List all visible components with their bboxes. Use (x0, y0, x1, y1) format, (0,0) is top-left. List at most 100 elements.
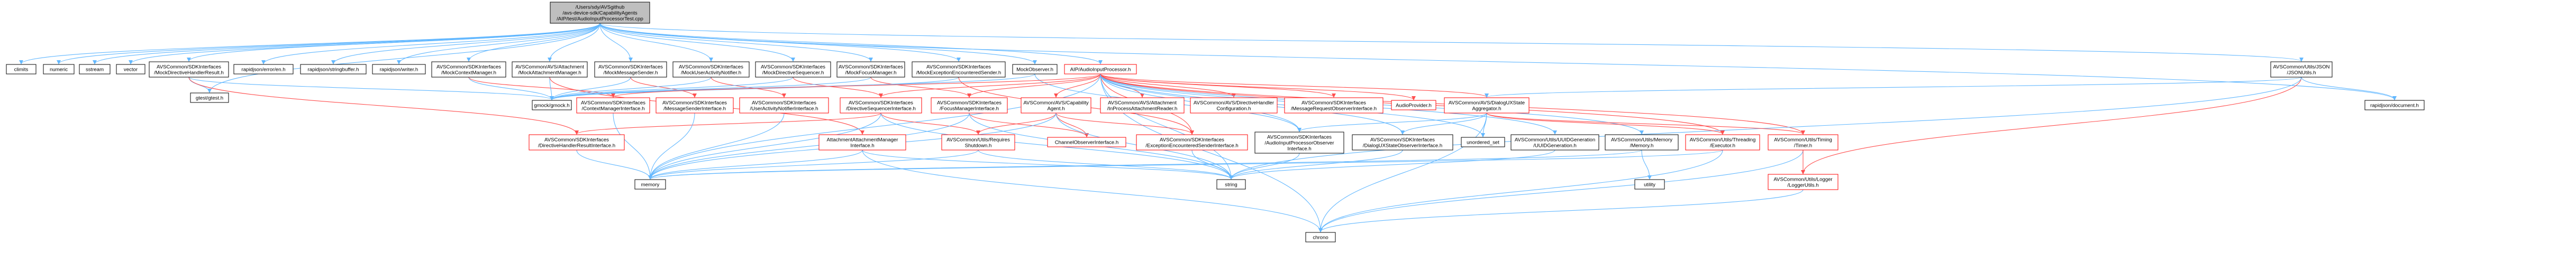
node-aip[interactable]: AIP/AudioInputProcessor.h (1064, 64, 1137, 74)
node-dirhandler[interactable]: AVSCommon/AVS/DirectiveHandlerConfigurat… (1190, 97, 1278, 114)
edge-dialogagg-to-timer (1486, 113, 1805, 135)
node-memory[interactable]: memory (634, 179, 666, 190)
node-box (116, 64, 145, 74)
node-mockseq[interactable]: AVSCommon/SDKInterfaces/MockDirectiveSeq… (755, 61, 831, 78)
node-label: numeric (50, 67, 68, 73)
node-label: AVSCommon/SDKInterfaces (1160, 137, 1224, 143)
node-label: /Executor.h (1710, 143, 1735, 149)
node-label: /DirectiveSequencerInterface.h (846, 106, 916, 112)
node-jsonutils[interactable]: AVSCommon/Utils/JSON/JSONUtils.h (2270, 61, 2333, 78)
node-mockexc[interactable]: AVSCommon/SDKInterfaces/MockExceptionEnc… (912, 61, 1006, 78)
node-mockctx[interactable]: AVSCommon/SDKInterfaces/MockContextManag… (431, 61, 506, 78)
node-logger[interactable]: AVSCommon/Utils/Logger/LoggerUtils.h (1768, 174, 1838, 190)
node-label: Shutdown.h (965, 143, 992, 149)
node-mockdir[interactable]: AVSCommon/SDKInterfaces/MockDirectiveHan… (149, 61, 229, 78)
node-executor[interactable]: AVSCommon/Utils/Threading/Executor.h (1685, 134, 1760, 151)
node-focusif[interactable]: AVSCommon/SDKInterfaces/FocusManagerInte… (931, 97, 1008, 114)
edge-attmgr-to-string (862, 149, 1233, 180)
node-label: /avs-device-sdk/CapabilityAgents (562, 11, 638, 16)
node-rjerror[interactable]: rapidjson/error/en.h (233, 64, 294, 74)
node-memoryh[interactable]: AVSCommon/Utils/Memory/Memory.h (1605, 134, 1679, 151)
edge-aip-to-capagent (1054, 73, 1101, 98)
edge-mockuser-to-gmock (550, 77, 712, 100)
node-box (1047, 137, 1126, 147)
node-label: /JSONUtils.h (2287, 70, 2316, 76)
node-mockfocus[interactable]: AVSCommon/SDKInterfaces/MockFocusManager… (836, 61, 905, 78)
node-chrono[interactable]: chrono (1305, 232, 1336, 242)
node-chanobs[interactable]: ChannelObserverInterface.h (1047, 137, 1126, 147)
node-label: AVSCommon/SDKInterfaces (662, 100, 727, 106)
edge-jsonutils-to-string (1229, 77, 2302, 180)
node-root[interactable]: /Users/sdy/AVSgithub/avs-device-sdk/Capa… (550, 2, 650, 24)
node-timer[interactable]: AVSCommon/Utils/Timing/Timer.h (1768, 134, 1838, 151)
edge-root-to-rjstrbuf (331, 23, 600, 64)
node-box (43, 64, 75, 74)
node-label: ChannelObserverInterface.h (1055, 140, 1119, 146)
node-rjwriter[interactable]: rapidjson/writer.h (372, 64, 426, 74)
node-label: AVSCommon/Utils/Requires (946, 137, 1010, 143)
node-audioprov[interactable]: AudioProvider.h (1391, 100, 1436, 110)
node-msgreqobs[interactable]: AVSCommon/SDKInterfaces/MessageRequestOb… (1284, 97, 1383, 114)
node-label: Configuration.h (1216, 106, 1251, 112)
edge-mockmsg-to-msgsender (630, 77, 697, 98)
node-gmock[interactable]: gmock/gmock.h (532, 100, 572, 110)
node-label: AVSCommon/SDKInterfaces (679, 64, 743, 70)
edge-capagent-to-reqshut (976, 113, 1057, 135)
node-dirseq[interactable]: AVSCommon/SDKInterfaces/DirectiveSequenc… (840, 97, 922, 114)
node-mockuser[interactable]: AVSCommon/SDKInterfaces/MockUserActivity… (672, 61, 750, 78)
node-label: Agent.h (1047, 106, 1064, 112)
node-ctxmgr[interactable]: AVSCommon/SDKInterfaces/ContextManagerIn… (576, 97, 650, 114)
node-climits[interactable]: climits (6, 64, 37, 74)
node-label: AVSCommon/SDKInterfaces (157, 64, 221, 70)
node-attreader[interactable]: AVSCommon/AVS/Attachment/InProcessAttach… (1100, 97, 1185, 114)
node-dirresult[interactable]: AVSCommon/SDKInterfaces/DirectiveHandler… (529, 134, 625, 151)
node-numeric[interactable]: numeric (43, 64, 75, 74)
node-mockobs[interactable]: MockObserver.h (1012, 64, 1058, 74)
edge-ctxmgr-to-memory (613, 113, 652, 180)
node-label: /MockAttachmentManager.h (518, 70, 581, 76)
node-label: AVSCommon/AVS/Attachment (515, 64, 584, 70)
edge-root-to-mockdir (187, 23, 600, 62)
node-sstream[interactable]: sstream (79, 64, 111, 74)
node-utility[interactable]: utility (1634, 179, 1665, 190)
node-label: AVSCommon/SDKInterfaces (1301, 100, 1366, 106)
node-mockmsg[interactable]: AVSCommon/SDKInterfaces/MockMessageSende… (594, 61, 667, 78)
node-label: /MockExceptionEncounteredSender.h (916, 70, 1002, 76)
node-string[interactable]: string (1216, 179, 1246, 190)
node-box (656, 97, 734, 114)
edge-useract-to-memory (648, 113, 785, 180)
node-label: AVSCommon/SDKInterfaces (544, 137, 609, 143)
node-label: AVSCommon/Utils/Logger (1773, 177, 1833, 183)
node-vector[interactable]: vector (116, 64, 145, 74)
node-msgsender[interactable]: AVSCommon/SDKInterfaces/MessageSenderInt… (656, 97, 734, 114)
node-label: AVSCommon/Utils/UUIDGeneration (1515, 137, 1595, 143)
node-label: AVSCommon/SDKInterfaces (937, 100, 1002, 106)
edge-dirseq-to-reqshut (880, 113, 980, 135)
node-rjstrbuf[interactable]: rapidjson/stringbuffer.h (300, 64, 367, 74)
node-uuid[interactable]: AVSCommon/Utils/UUIDGeneration/UUIDGener… (1510, 134, 1599, 151)
node-rjdoc[interactable]: rapidjson/document.h (2364, 100, 2425, 110)
node-gtest[interactable]: gtest/gtest.h (190, 92, 229, 103)
node-label: Aggregator.h (1472, 106, 1501, 112)
node-label: AVSCommon/SDKInterfaces (1267, 135, 1332, 141)
node-capagent[interactable]: AVSCommon/AVS/CapabilityAgent.h (1021, 97, 1091, 114)
node-mockattach[interactable]: AVSCommon/AVS/Attachment/MockAttachmentM… (512, 61, 588, 78)
node-box (672, 61, 750, 78)
node-label: /MockFocusManager.h (845, 70, 896, 76)
node-useract[interactable]: AVSCommon/SDKInterfaces/UserActivityNoti… (739, 97, 829, 114)
node-unordered[interactable]: unordered_set (1461, 137, 1505, 147)
node-excsender[interactable]: AVSCommon/SDKInterfaces/ExceptionEncount… (1136, 134, 1248, 151)
node-label: gtest/gtest.h (196, 96, 223, 101)
node-aipobs[interactable]: AVSCommon/SDKInterfaces/AudioInputProces… (1254, 132, 1344, 154)
node-box (739, 97, 829, 114)
node-box (529, 134, 625, 151)
node-label: /MockDirectiveSequencer.h (762, 70, 824, 76)
edge-root-to-mockuser (599, 23, 713, 62)
node-dialogobs[interactable]: AVSCommon/SDKInterfaces/DialogUXStateObs… (1352, 134, 1453, 151)
node-box (1510, 134, 1599, 151)
node-label: memory (641, 182, 660, 188)
